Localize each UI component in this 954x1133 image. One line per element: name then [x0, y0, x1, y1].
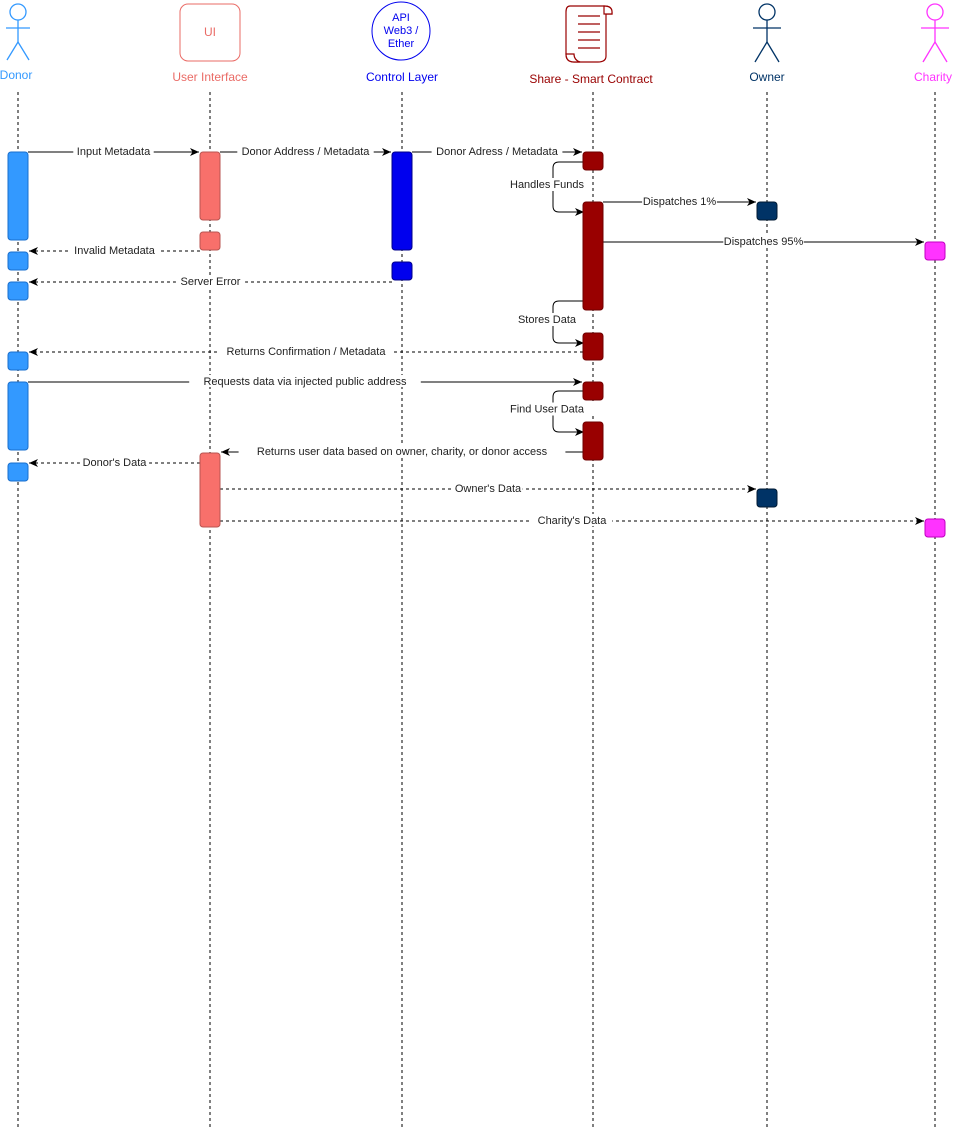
message-label: Donor Adress / Metadata: [436, 146, 559, 158]
message-label: Server Error: [181, 276, 241, 288]
message: Donor Address / Metadata: [220, 145, 391, 158]
participant-owner: Owner: [749, 3, 785, 84]
self-call-label-bg: [514, 178, 592, 191]
activation-donor: [7, 351, 29, 371]
message-label-bg: [175, 275, 246, 287]
activation-owner: [756, 201, 778, 221]
message-label: Requests data via injected public addres…: [203, 376, 407, 388]
message: Returns user data based on owner, charit…: [221, 445, 583, 458]
message: Returns Confirmation / Metadata: [29, 345, 583, 358]
message-label: Dispatches 95%: [724, 236, 804, 248]
message-label-bg: [238, 445, 566, 457]
activation-contract: [582, 201, 604, 311]
message-label-bg: [431, 145, 563, 157]
activation-owner: [756, 488, 778, 508]
message-label: Invalid Metadata: [74, 245, 156, 257]
message-label: Charity's Data: [538, 515, 608, 527]
activation-donor: [7, 281, 29, 301]
participant-name: Donor: [0, 68, 32, 82]
participant-control: API Web3 / Ether Control Layer: [366, 1, 438, 84]
message-label: Returns Confirmation / Metadata: [227, 346, 387, 358]
message: Owner's Data: [220, 482, 756, 495]
self-call: Handles Funds: [510, 161, 592, 216]
participant-contract: Share - Smart Contract: [529, 5, 653, 86]
message-label-bg: [642, 195, 717, 207]
ui-box-text: UI: [204, 25, 216, 39]
control-circle-line1: API: [392, 12, 410, 24]
message-label-bg: [723, 235, 804, 247]
participant-ui: UI User Interface: [172, 3, 248, 84]
message-label-bg: [68, 244, 161, 256]
message-label: Donor Address / Metadata: [242, 146, 371, 158]
activation-donor: [7, 251, 29, 271]
activation-ui: [199, 151, 221, 221]
message-label-bg: [73, 145, 154, 157]
self-call-label-bg: [520, 313, 586, 326]
message: Dispatches 1%: [603, 195, 756, 208]
message: Invalid Metadata: [29, 244, 200, 257]
control-circle-line3: Ether: [388, 38, 415, 50]
participant-name: User Interface: [172, 70, 248, 84]
owner-actor-icon: [753, 3, 781, 63]
message-label: Returns user data based on owner, charit…: [257, 446, 548, 458]
activation-control: [391, 261, 413, 281]
scroll-icon: [565, 5, 613, 63]
activation-donor: [7, 151, 29, 241]
message: Donor's Data: [29, 456, 200, 469]
message: Input Metadata: [28, 145, 199, 158]
self-call-label: Find User Data: [510, 404, 585, 416]
participant-donor: Donor: [0, 3, 32, 82]
activation-ui: [199, 452, 221, 528]
activations: [7, 151, 946, 538]
participant-name: Control Layer: [366, 70, 438, 84]
message: Dispatches 95%: [603, 235, 924, 248]
message: Donor Adress / Metadata: [412, 145, 582, 158]
message-label-bg: [218, 345, 394, 357]
self-call: Find User Data: [510, 390, 595, 436]
participant-name: Share - Smart Contract: [529, 72, 653, 86]
self-call-label-bg: [511, 402, 595, 416]
control-circle-line2: Web3 /: [384, 25, 420, 37]
participant-name: Charity: [914, 70, 952, 84]
ui-box: [179, 3, 241, 62]
activation-contract: [582, 381, 604, 401]
message-label-bg: [79, 456, 150, 468]
message-label: Donor's Data: [83, 457, 148, 469]
message: Charity's Data: [220, 514, 924, 527]
self-call-label: Stores Data: [518, 314, 577, 326]
self-call-label: Handles Funds: [510, 179, 584, 191]
activation-charity: [924, 518, 946, 538]
lifelines: [17, 92, 936, 1130]
activation-donor: [7, 381, 29, 451]
message-label: Dispatches 1%: [643, 196, 717, 208]
charity-actor-icon: [921, 3, 949, 63]
donor-actor-icon: [6, 3, 30, 61]
activation-charity: [924, 241, 946, 261]
participant-name: Owner: [749, 70, 784, 84]
message-label: Input Metadata: [77, 146, 151, 158]
activation-ui: [199, 231, 221, 251]
activation-control: [391, 151, 413, 251]
message: Server Error: [29, 275, 392, 288]
control-circle: [371, 1, 431, 61]
self-call: Stores Data: [518, 300, 586, 347]
message-label-bg: [237, 145, 374, 157]
activation-contract: [582, 332, 604, 361]
message: Requests data via injected public addres…: [28, 375, 582, 388]
activation-donor: [7, 462, 29, 482]
participant-charity: Charity: [914, 3, 952, 84]
activation-contract: [582, 151, 604, 171]
activation-contract: [582, 421, 604, 461]
message-label-bg: [453, 482, 523, 494]
message-label-bg: [531, 514, 613, 526]
message-label: Owner's Data: [455, 483, 522, 495]
message-label-bg: [189, 375, 421, 387]
